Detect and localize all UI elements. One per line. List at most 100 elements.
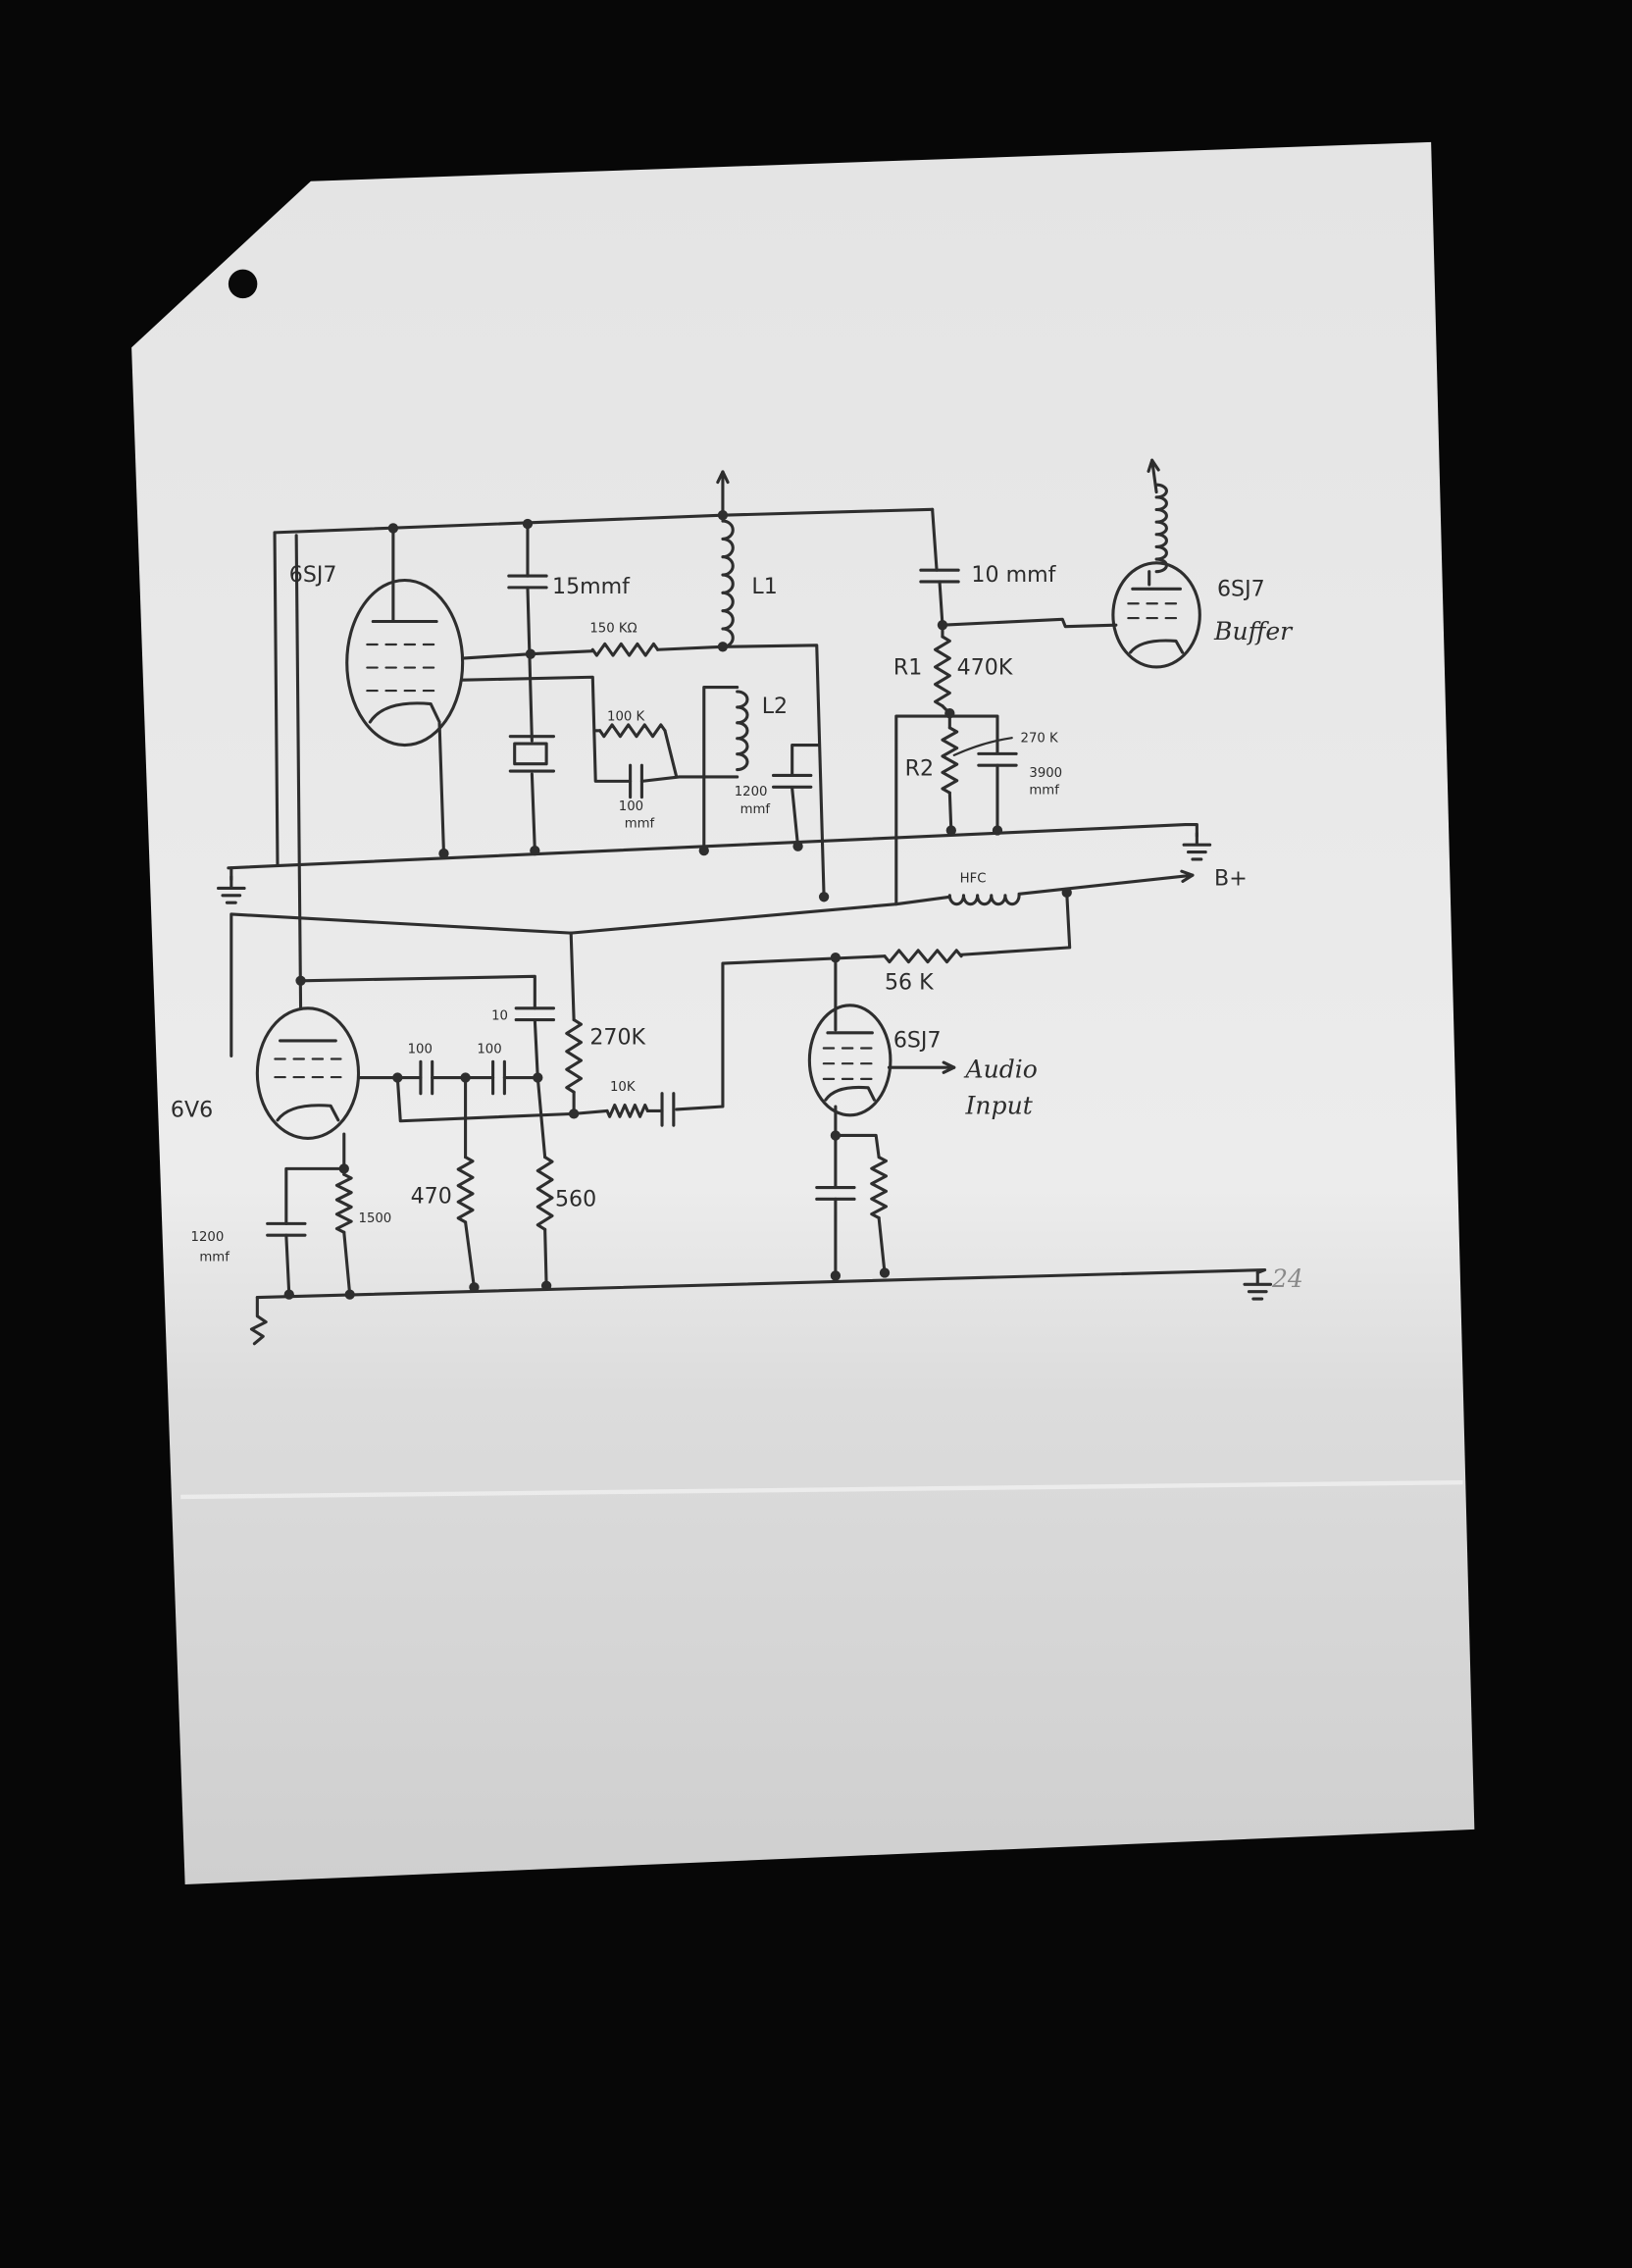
tube-envelope [345, 578, 465, 747]
coil [736, 690, 749, 772]
coil-l1-label: L1 [751, 574, 777, 599]
junction [438, 848, 449, 859]
resistor [598, 723, 667, 739]
page-annotation: 24 [1271, 1264, 1303, 1293]
r2-value: 270 K [1021, 732, 1059, 747]
tube-cathode [368, 701, 441, 724]
wire [536, 1075, 547, 1160]
arrow-icon [1180, 869, 1195, 883]
r1-label: R1 [893, 654, 922, 680]
wire [437, 721, 446, 855]
cap-10mmf-label: 10 mmf [971, 562, 1056, 588]
wire [284, 1166, 346, 1225]
capacitor [491, 1059, 506, 1096]
wire [656, 644, 826, 899]
arrow-icon [1147, 458, 1160, 473]
cap-100-label: 100 [619, 799, 643, 814]
wire [395, 1075, 609, 1123]
wire [834, 1133, 881, 1160]
arrow-icon [716, 470, 730, 485]
coil [1154, 483, 1168, 574]
resistor [883, 949, 963, 964]
wire [1017, 873, 1195, 896]
components [217, 458, 1273, 1346]
resistor [605, 1103, 649, 1118]
cap-1200-top-unit: mmf [740, 802, 771, 817]
ground-icon [217, 875, 246, 904]
cap-3900-label: 3900 [1029, 766, 1062, 781]
resistor [934, 635, 951, 708]
ground-icon [249, 1295, 268, 1346]
osc-tube-label: 6SJ7 [289, 562, 337, 588]
res-470-label: 470 [411, 1184, 452, 1210]
wire [931, 507, 939, 572]
tube-envelope [1111, 561, 1201, 669]
resistor [536, 1156, 554, 1231]
junction [818, 892, 830, 902]
tube-envelope [255, 1006, 361, 1140]
resistor [565, 1018, 584, 1094]
audio-input-label-2: Input [965, 1091, 1034, 1119]
wire [273, 531, 280, 867]
capacitor [815, 1185, 856, 1201]
cap-1200-top-label: 1200 [735, 785, 768, 799]
wire [533, 1018, 539, 1080]
r1-value: 470K [957, 654, 1013, 680]
amp-tube-label: 6V6 [171, 1097, 213, 1122]
arrow-icon [942, 1060, 956, 1074]
resistor [590, 642, 660, 657]
wire [639, 775, 740, 783]
buffer-tube [1111, 561, 1201, 669]
wire [702, 686, 740, 852]
res-270k-label: 270K [589, 1025, 645, 1051]
ground-icon [1243, 1270, 1273, 1301]
leader-line [952, 737, 1013, 756]
tube-cathode [1129, 639, 1185, 654]
wire [284, 1233, 291, 1297]
wire [894, 714, 999, 906]
tube-envelope [807, 1004, 892, 1117]
paper-crease [180, 1479, 1463, 1500]
junction [945, 825, 956, 836]
buffer-tube-label: 6SJ7 [1217, 577, 1265, 602]
junction [830, 1270, 842, 1281]
wire [1150, 458, 1158, 494]
resistor [456, 1156, 475, 1224]
capacitor [514, 1006, 556, 1022]
cap-1200-label: 1200 [191, 1230, 225, 1245]
junction [568, 1108, 580, 1119]
capacitor [507, 574, 548, 590]
wire [342, 1230, 352, 1297]
resistor [941, 726, 959, 795]
wire [569, 895, 951, 935]
wire [461, 675, 633, 783]
junction [698, 845, 709, 856]
capacitor [919, 568, 960, 584]
resistor [870, 1156, 889, 1220]
res-150k-label: 150 KΩ [589, 622, 637, 637]
audio-input-label-1: Audio [964, 1056, 1038, 1084]
capacitor [266, 1221, 307, 1237]
resistor [334, 1172, 353, 1234]
wire [464, 1220, 476, 1289]
res-56k-label: 56 K [885, 970, 934, 996]
capacitor [629, 763, 643, 799]
coil [947, 894, 1021, 906]
wire [530, 772, 536, 852]
capacitor [419, 1059, 434, 1096]
coil [721, 519, 735, 648]
wire [675, 954, 887, 1111]
crystal-plates [508, 735, 556, 773]
res-1500-label: 1500 [359, 1211, 392, 1226]
cap-100-unit: mmf [625, 817, 655, 832]
amplifier-tube [255, 1006, 361, 1140]
wire [569, 931, 576, 1022]
coil-l2-label: L2 [762, 694, 788, 719]
hfc-label: HFC [960, 872, 987, 887]
oscillator-tube [345, 578, 465, 747]
capacitor [771, 773, 813, 789]
wire [461, 649, 594, 660]
wire [526, 586, 534, 743]
crystal-icon [513, 742, 548, 766]
